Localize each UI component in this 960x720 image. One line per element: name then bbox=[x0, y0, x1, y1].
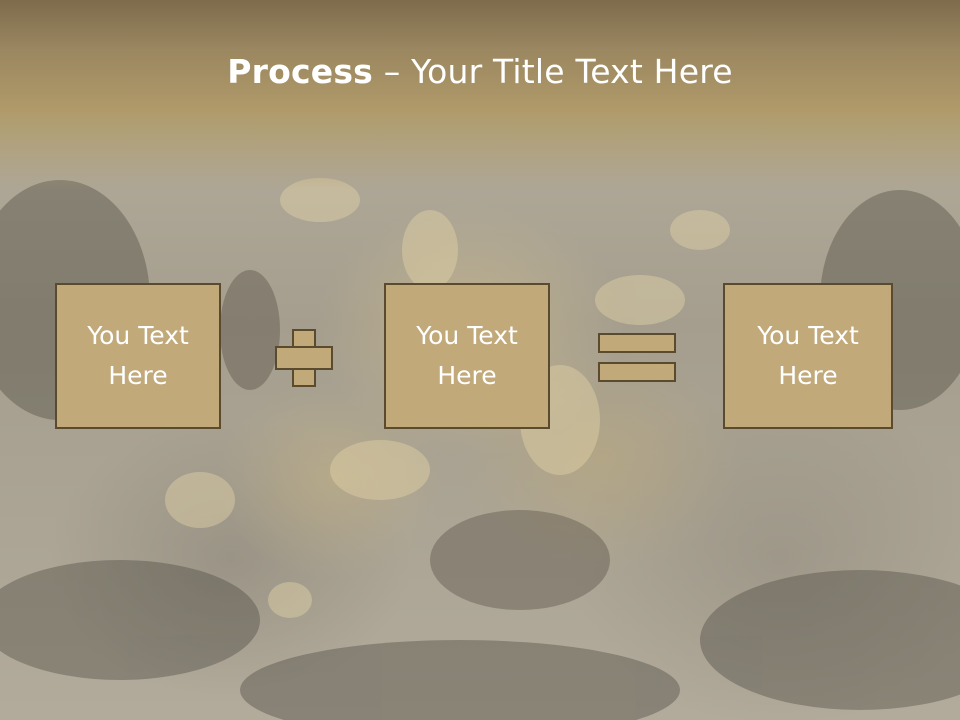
title-rest: – Your Title Text Here bbox=[373, 52, 733, 91]
slide-title: Process – Your Title Text Here bbox=[0, 52, 960, 91]
process-box-2-label: You Text Here bbox=[416, 321, 518, 390]
process-box-1-label: You Text Here bbox=[87, 321, 189, 390]
process-box-3-label: You Text Here bbox=[757, 321, 859, 390]
process-box-3[interactable]: You Text Here bbox=[723, 283, 893, 429]
title-bold: Process bbox=[227, 52, 374, 91]
title-bar bbox=[0, 0, 960, 190]
process-box-2[interactable]: You Text Here bbox=[384, 283, 550, 429]
process-box-1[interactable]: You Text Here bbox=[55, 283, 221, 429]
